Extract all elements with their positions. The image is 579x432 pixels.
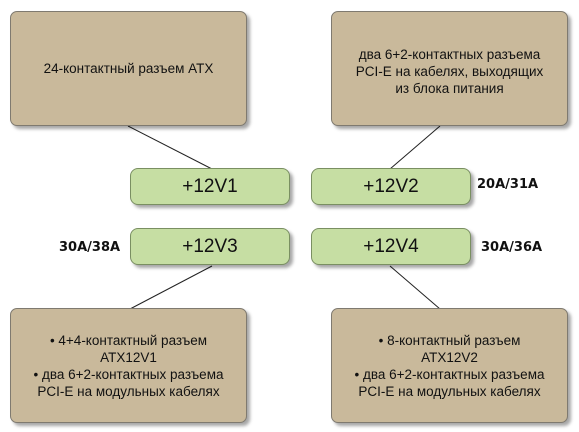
rating-12v4: 30A/36A [481, 240, 543, 255]
box-atx12v2-line: PCI-E на модульных кабелях [358, 383, 541, 399]
rating-12v2: 20A/31A [477, 177, 539, 192]
box-atx-24pin: 24-контактный разъем ATX [10, 11, 247, 126]
line-pcie-to-12v2 [389, 125, 441, 170]
box-atx12v1-line: • два 6+2-контактных разъема [33, 366, 224, 382]
box-pcie-psu-line: из блока питания [395, 81, 504, 96]
box-atx12v2-connectors: • 8-контактный разъем ATX12V2 • два 6+2-… [331, 308, 568, 423]
box-atx12v1-line: ATX12V1 [100, 349, 157, 365]
rail-12v4-label: +12V4 [363, 235, 419, 257]
box-atx12v2-line: • 8-контактный разъем [378, 332, 521, 348]
line-atx-to-12v1 [127, 125, 213, 170]
box-pcie-psu-line: PCI-E на кабелях, выходящих [355, 64, 544, 79]
rail-12v2-label: +12V2 [363, 175, 419, 197]
rail-12v2: +12V2 [311, 168, 471, 205]
line-12v4-to-bottom-right [389, 265, 441, 310]
box-atx12v2-line: • два 6+2-контактных разъема [354, 366, 545, 382]
box-atx12v1-line: • 4+4-контактный разъем [49, 332, 208, 348]
box-pcie-psu-line: два 6+2-контактных разъема [358, 47, 541, 62]
rail-12v3: +12V3 [130, 228, 290, 265]
box-pcie-psu-cables: два 6+2-контактных разъема PCI-E на кабе… [331, 11, 568, 126]
rail-12v1: +12V1 [130, 168, 290, 205]
box-atx12v1-connectors: • 4+4-контактный разъем ATX12V1 • два 6+… [10, 308, 247, 423]
rail-12v1-label: +12V1 [182, 175, 238, 197]
rail-12v3-label: +12V3 [182, 235, 238, 257]
rating-12v3: 30A/38A [59, 240, 121, 255]
line-12v3-to-bottom-left [129, 265, 213, 310]
box-atx12v2-line: ATX12V2 [421, 349, 478, 365]
rail-12v4: +12V4 [311, 228, 471, 265]
box-atx12v1-line: PCI-E на модульных кабелях [37, 383, 220, 399]
box-atx-24pin-text: 24-контактный разъем ATX [43, 61, 214, 76]
